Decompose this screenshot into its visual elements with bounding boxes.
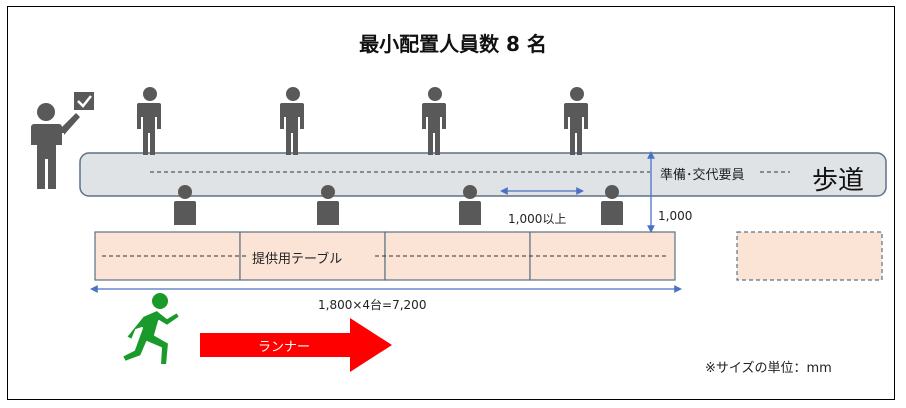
diagram-title: 最小配置人員数 8 名 (359, 32, 547, 56)
person-icon (564, 87, 588, 155)
gap-label: 1,000以上 (508, 212, 567, 226)
length-label: 1,800×4台=7,200 (318, 298, 427, 312)
table-label: 提供用テーブル (249, 248, 346, 267)
runner-label: ランナー (258, 340, 311, 355)
sidewalk-band (79, 152, 887, 197)
spare-table (736, 231, 883, 281)
person-icon (280, 87, 304, 155)
depth-label: 1,000 (658, 209, 693, 223)
unit-note: ※サイズの単位：mm (705, 361, 832, 376)
staff-label: 準備･交代要員 (657, 164, 748, 183)
person-icon (422, 87, 446, 155)
runner-icon (121, 291, 181, 366)
runner-arrow (200, 318, 392, 372)
checkbox-icon (74, 92, 94, 110)
supervisor-icon (31, 103, 80, 189)
person-icon (137, 87, 161, 155)
tables (94, 231, 676, 281)
sidewalk-label: 歩道 (812, 166, 865, 196)
